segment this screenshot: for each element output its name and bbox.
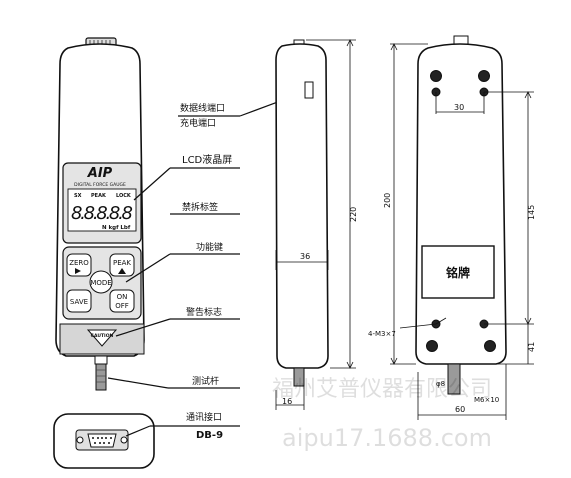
on-button-label: ON bbox=[117, 293, 128, 301]
watermark-site: aipu17.1688.com bbox=[282, 424, 492, 452]
callout-tamper-label: 禁拆标签 bbox=[182, 201, 218, 213]
back-rod bbox=[447, 363, 461, 395]
callout-comm-port: 通讯接口 bbox=[186, 411, 222, 423]
lcd-units: N kgf Lbf bbox=[102, 225, 131, 231]
lcd-digits: 8.8.8.8.8 bbox=[71, 203, 133, 224]
db9-connector-icon bbox=[87, 433, 117, 448]
dim-rod-small: φ8 bbox=[436, 380, 445, 388]
lcd-screen bbox=[67, 188, 137, 232]
callout-labels: 数据线端口 充电端口 LCD液晶屏 禁拆标签 功能键 警告标志 测试杆 通讯接口… bbox=[180, 102, 232, 441]
dim-side-width: 36 bbox=[300, 252, 310, 261]
nameplate bbox=[421, 245, 495, 299]
callout-warning-sign: 警告标志 bbox=[186, 306, 222, 318]
callout-test-rod: 测试杆 bbox=[192, 375, 219, 387]
side-rod bbox=[293, 367, 305, 387]
off-button-label: OFF bbox=[115, 302, 129, 310]
screw-hole-bottom-right bbox=[484, 340, 496, 352]
callout-function-keys: 功能键 bbox=[196, 241, 223, 253]
mode-button[interactable] bbox=[89, 270, 113, 294]
side-view bbox=[275, 39, 329, 387]
callout-charge-port: 充电端口 bbox=[180, 117, 216, 129]
watermark-company: 福州艾普仪器有限公司 bbox=[272, 377, 492, 402]
front-view: AIP DIGITAL FORCE GAUGE SX PEAK LOCK 8.8… bbox=[55, 37, 145, 391]
callout-data-port: 数据线端口 bbox=[180, 102, 225, 114]
right-arrow-icon bbox=[75, 268, 81, 274]
mode-button-label: MODE bbox=[90, 279, 111, 287]
peak-button-label: PEAK bbox=[113, 259, 131, 267]
dim-thread: M6×10 bbox=[474, 396, 499, 404]
dim-side-height: 220 bbox=[349, 207, 358, 222]
zero-button[interactable] bbox=[66, 253, 92, 277]
warning-triangle-icon bbox=[86, 329, 118, 347]
up-arrow-icon bbox=[118, 268, 126, 274]
indicator-lock: LOCK bbox=[116, 193, 132, 199]
side-body bbox=[275, 43, 329, 369]
save-button[interactable] bbox=[66, 289, 92, 313]
side-dimensions bbox=[275, 39, 356, 410]
back-dimensions bbox=[390, 43, 534, 420]
screw-hole-top-right bbox=[478, 70, 490, 82]
callout-lcd: LCD液晶屏 bbox=[182, 153, 232, 166]
nameplate-label: 铭牌 bbox=[446, 265, 470, 280]
back-view: 铭牌 bbox=[415, 35, 507, 395]
dim-side-rod: 16 bbox=[282, 397, 292, 406]
dim-hole-spacing-v: 145 bbox=[527, 205, 536, 220]
indicator-sx: SX bbox=[74, 193, 82, 199]
indicator-peak: PEAK bbox=[91, 193, 107, 199]
screw-hole-top-left bbox=[430, 70, 442, 82]
bottom-view bbox=[53, 413, 155, 469]
dim-hole-spacing-h: 30 bbox=[454, 103, 464, 112]
zero-button-label: ZERO bbox=[69, 259, 89, 267]
callout-db9: DB-9 bbox=[196, 430, 223, 441]
on-off-button[interactable] bbox=[109, 289, 135, 313]
brand-logo: AIP bbox=[87, 166, 113, 181]
peak-button[interactable] bbox=[109, 253, 135, 277]
dim-back-height: 200 bbox=[383, 193, 392, 208]
test-rod bbox=[95, 363, 107, 391]
brand-subtitle: DIGITAL FORCE GAUGE bbox=[74, 182, 126, 188]
save-button-label: SAVE bbox=[70, 298, 88, 306]
dim-back-bottom: 41 bbox=[527, 342, 536, 352]
side-port bbox=[304, 81, 314, 99]
warning-label: CAUTION bbox=[91, 333, 114, 339]
dim-back-width: 60 bbox=[455, 405, 465, 414]
screw-hole-bottom-left bbox=[426, 340, 438, 352]
dim-screw-spec: 4-M3×7 bbox=[368, 330, 396, 338]
